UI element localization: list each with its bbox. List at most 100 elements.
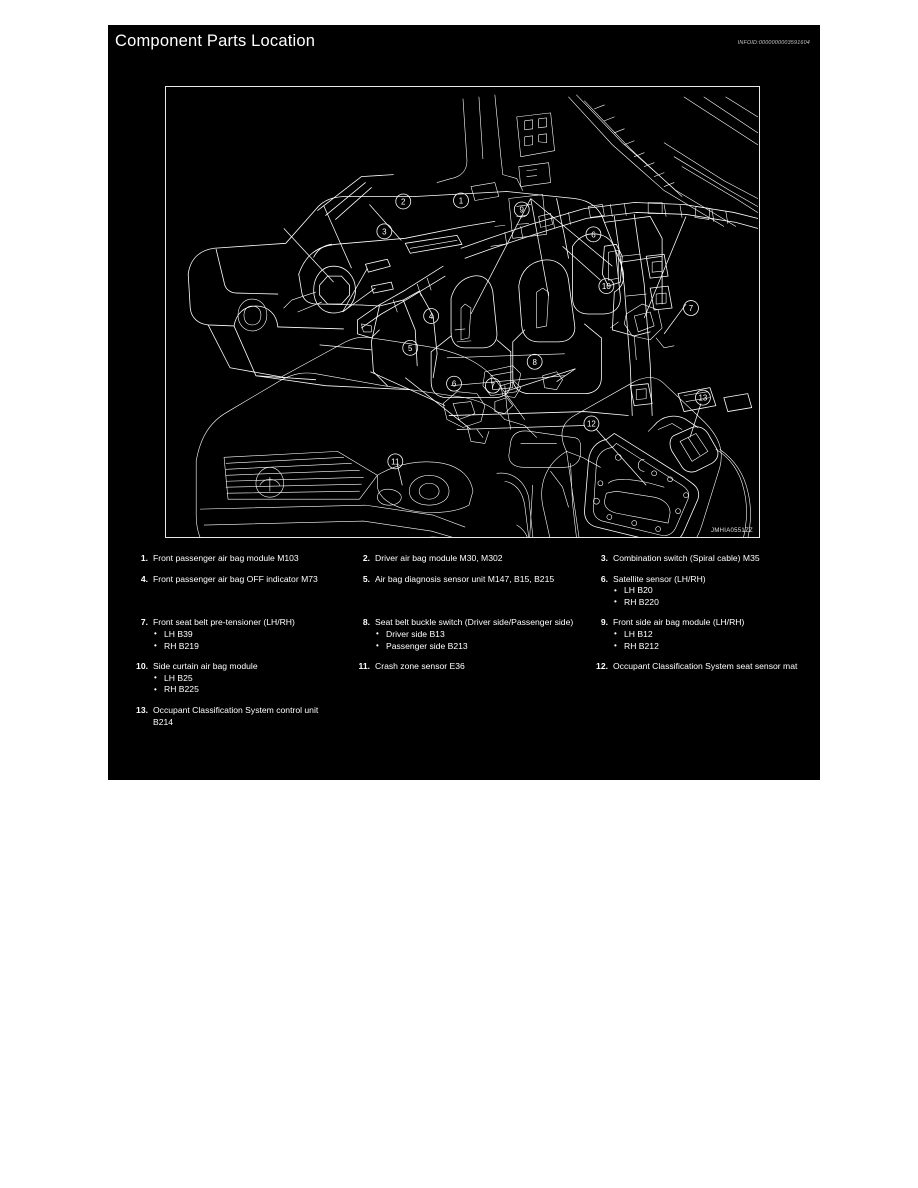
callout-label: 8 [532, 358, 537, 367]
callout-7-bottom: 7 [485, 377, 501, 394]
service-manual-sheet: Component Parts Location INFOID:00000000… [108, 25, 820, 780]
callout-6-right: 6 [585, 226, 602, 243]
legend-row: 13. Occupant Classification System contr… [122, 705, 812, 728]
callout-label: 1 [459, 196, 464, 205]
callout-2: 2 [395, 193, 412, 210]
legend-subitem: LH B25 [153, 672, 338, 685]
legend-row-gap [122, 652, 812, 661]
callout-label: 12 [587, 420, 596, 429]
legend-item-10: 10. Side curtain air bag module LH B25 R… [122, 661, 344, 696]
legend-text: Occupant Classification System seat sens… [613, 661, 798, 672]
callout-label: 11 [391, 457, 400, 466]
legend-sublist: LH B20 RH B220 [613, 585, 806, 608]
legend-number: 7. [140, 617, 148, 628]
legend-subitem: LH B20 [613, 585, 806, 597]
legend-item-12: 12. Occupant Classification System seat … [582, 661, 812, 696]
legend-text: Front passenger air bag module M103 [153, 553, 299, 563]
component-location-figure: 2 1 3 9 6 [165, 86, 760, 538]
legend-item-1: 1. Front passenger air bag module M103 [122, 553, 344, 565]
sheet-header: Component Parts Location INFOID:00000000… [108, 25, 820, 61]
legend-text: Side curtain air bag module [153, 661, 258, 672]
legend-text: Front seat belt pre-tensioner (LH/RH) [153, 617, 295, 628]
legend-empty-cell [344, 705, 582, 728]
callout-6-bottom: 6 [446, 375, 462, 392]
legend-item-13: 13. Occupant Classification System contr… [122, 705, 344, 728]
legend-subitem: LH B12 [613, 628, 806, 641]
legend-subitem: Passenger side B213 [375, 640, 576, 653]
legend-number: 1. [140, 553, 148, 563]
legend-row: 10. Side curtain air bag module LH B25 R… [122, 661, 812, 696]
legend-subitem: Driver side B13 [375, 628, 576, 641]
legend-item-8: 8. Seat belt buckle switch (Driver side/… [344, 617, 582, 652]
legend-subitem: RH B220 [613, 596, 806, 609]
legend-number: 11. [358, 661, 370, 672]
legend-text: Front side air bag module (LH/RH) [613, 617, 745, 628]
infoid-label: INFOID:0000000003591604 [737, 40, 810, 46]
legend-text: Driver air bag module M30, M302 [375, 553, 503, 563]
callout-label: 5 [408, 344, 413, 353]
legend-row: 7. Front seat belt pre-tensioner (LH/RH)… [122, 617, 812, 652]
curtain-airbag-illustration: 10 [357, 94, 759, 430]
legend-empty-cell [582, 705, 812, 728]
ocs-seat-illustration: 12 13 [541, 377, 751, 537]
callout-5: 5 [402, 339, 419, 356]
legend-subitem: LH B39 [153, 628, 338, 641]
legend-item-2: 2. Driver air bag module M30, M302 [344, 553, 582, 565]
callout-11: 11 [387, 453, 404, 470]
legend-item-6: 6. Satellite sensor (LH/RH) LH B20 RH B2… [582, 574, 812, 609]
legend-subitem: RH B219 [153, 640, 338, 653]
legend-number: 10. [136, 661, 148, 672]
callout-label: 9 [520, 205, 525, 214]
legend-number: 13. [136, 704, 148, 715]
callout-label: 7 [689, 304, 694, 313]
callout-13: 13 [695, 389, 711, 406]
legend-sublist: LH B25 RH B225 [153, 672, 338, 696]
legend-text: Seat belt buckle switch (Driver side/Pas… [375, 617, 574, 628]
callout-label: 6 [591, 230, 596, 239]
legend-row-gap [122, 608, 812, 617]
callout-label: 3 [382, 227, 387, 236]
vehicle-front-illustration: 11 [195, 336, 581, 537]
legend-number: 12. [596, 661, 608, 672]
callout-label: 6 [452, 380, 457, 389]
legend-number: 6. [600, 573, 608, 584]
callout-7-right: 7 [683, 300, 699, 316]
callout-label: 10 [602, 282, 611, 291]
legend-number: 2. [362, 553, 370, 563]
legend-item-5: 5. Air bag diagnosis sensor unit M147, B… [344, 574, 582, 609]
legend-item-7: 7. Front seat belt pre-tensioner (LH/RH)… [122, 617, 344, 652]
legend-number: 3. [600, 553, 608, 563]
legend-text: Air bag diagnosis sensor unit M147, B15,… [375, 573, 555, 584]
legend-item-3: 3. Combination switch (Spiral cable) M35 [582, 553, 812, 565]
callout-10: 10 [598, 278, 615, 294]
legend-text: Satellite sensor (LH/RH) [613, 573, 706, 584]
legend-item-4: 4. Front passenger air bag OFF indicator… [122, 574, 344, 609]
callout-label: 7 [491, 382, 496, 391]
callout-3: 3 [376, 223, 393, 240]
callout-12: 12 [583, 415, 600, 432]
page-title: Component Parts Location [115, 32, 316, 50]
legend-item-9: 9. Front side air bag module (LH/RH) LH … [582, 617, 812, 652]
legend-number: 4. [140, 573, 148, 584]
legend-row-gap [122, 565, 812, 574]
callout-label: 4 [429, 312, 434, 321]
legend-subitem: RH B212 [613, 640, 806, 653]
legend-text: Combination switch (Spiral cable) M35 [613, 553, 760, 563]
legend-sublist: LH B39 RH B219 [153, 628, 338, 653]
legend-number: 8. [362, 617, 370, 628]
legend-text: Occupant Classification System control u… [153, 704, 319, 727]
legend-item-11: 11. Crash zone sensor E36 [344, 661, 582, 696]
callout-9-top: 9 [513, 201, 530, 218]
callout-label: 2 [401, 197, 406, 206]
component-legend: 1. Front passenger air bag module M103 2… [122, 553, 812, 728]
legend-row: 1. Front passenger air bag module M103 2… [122, 553, 812, 565]
figure-code-label: JMHIA0551ZZ [711, 528, 753, 534]
legend-sublist: Driver side B13 Passenger side B213 [375, 628, 576, 653]
legend-row-gap [122, 696, 812, 705]
interior-cutaway-illustration: 2 1 3 9 6 [187, 174, 699, 444]
legend-number: 5. [362, 573, 370, 584]
legend-sublist: LH B12 RH B212 [613, 628, 806, 653]
legend-row: 4. Front passenger air bag OFF indicator… [122, 574, 812, 609]
legend-subitem: RH B225 [153, 684, 338, 696]
